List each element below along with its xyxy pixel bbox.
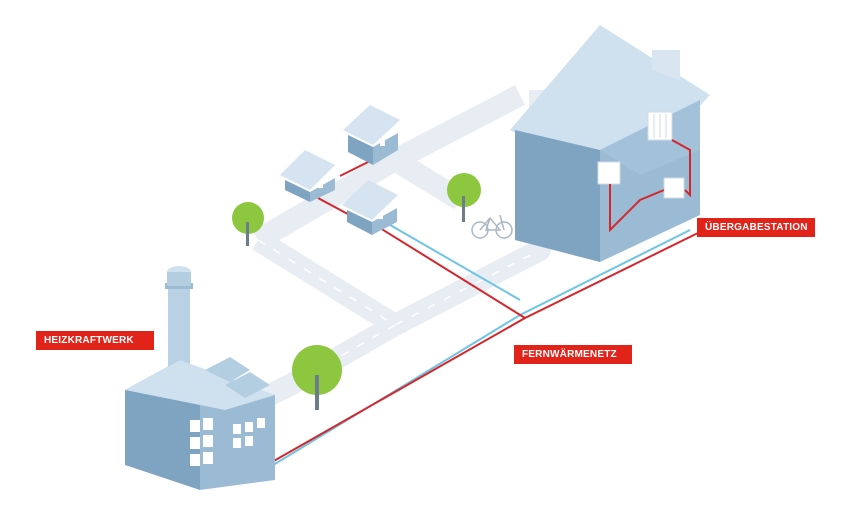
branch-supply-houses: [379, 227, 526, 319]
label-power-plant: HEIZKRAFTWERK: [36, 331, 154, 350]
house-icon: [510, 25, 710, 262]
house-icon: [280, 150, 335, 202]
tree-icon: [232, 202, 264, 246]
label-district-heating-network: FERNWÄRMENETZ: [514, 345, 632, 364]
transfer-station-unit: [663, 177, 685, 199]
tree-icon: [292, 345, 342, 410]
house-icon: [342, 180, 398, 235]
factory-windows: [190, 418, 265, 466]
branch-return-houses: [384, 221, 521, 301]
chimney: [168, 285, 190, 385]
label-transfer-station: ÜBERGABESTATION: [697, 218, 815, 237]
road-dashes: [257, 239, 541, 386]
boiler: [597, 161, 621, 185]
bicycle-icon: [471, 214, 513, 239]
tree-icon: [447, 173, 481, 222]
factory-icon: [125, 266, 275, 490]
house-icon: [343, 105, 400, 165]
radiator-icon: [647, 111, 673, 141]
